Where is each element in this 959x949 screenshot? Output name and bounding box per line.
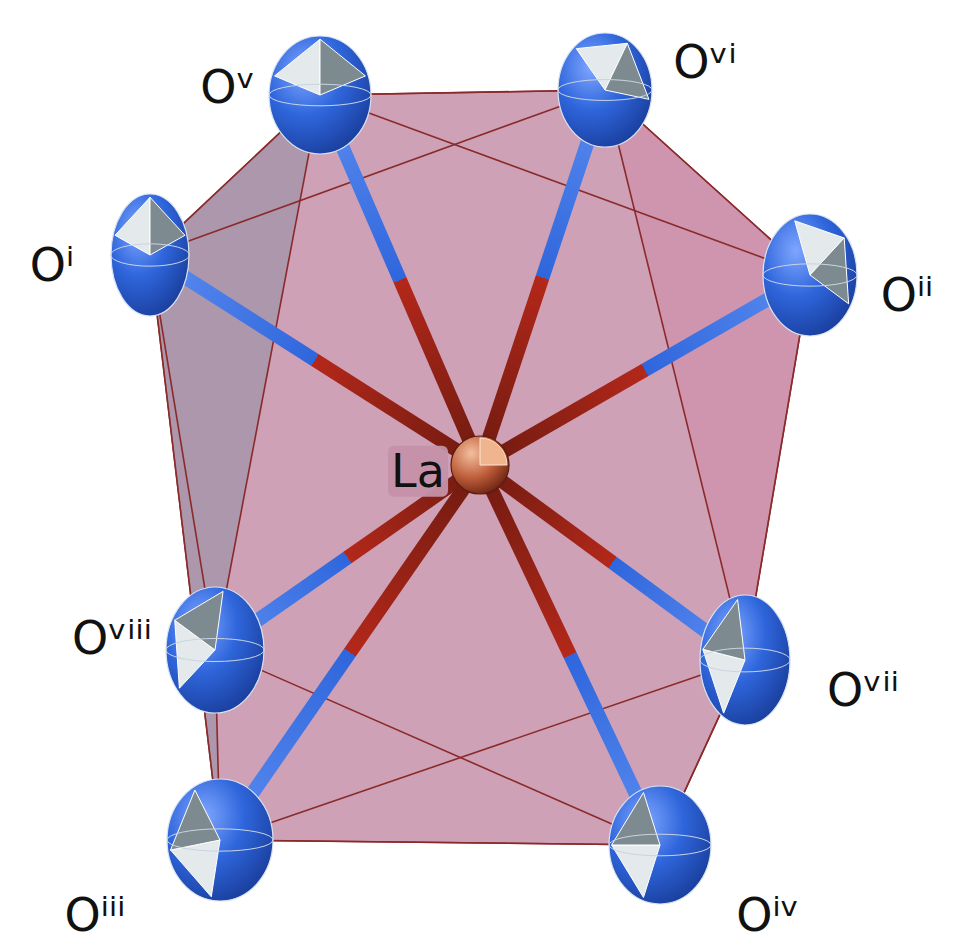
octant-face: [480, 438, 507, 465]
polyhedron-edge: [225, 145, 311, 597]
oxygen-atom: Oⁱⁱⁱ: [166, 778, 274, 902]
metal-atom: La: [450, 435, 510, 495]
ellipsoid-body: [167, 779, 273, 901]
octant-face: [171, 790, 220, 850]
polyhedron-line: [266, 841, 616, 845]
polyhedron-edge: [638, 120, 777, 245]
polyhedron-line: [255, 668, 618, 827]
bond-rod: [491, 488, 639, 800]
bond-rod: [502, 296, 773, 452]
bond-stick: [502, 296, 773, 452]
polyhedron-edge: [158, 306, 206, 597]
polyhedron-edge: [255, 668, 618, 827]
octant-face: [115, 197, 150, 255]
octant-face: [612, 845, 660, 897]
polyhedron-line: [179, 127, 286, 227]
atom-label: Oⁱⁱ: [881, 270, 934, 321]
polyhedron-line: [364, 91, 564, 95]
bond-rod: [501, 480, 711, 634]
atom-label: Oⁱⁱⁱ: [65, 890, 126, 941]
ellipsoid-body: [166, 587, 264, 713]
principal-ellipse: [111, 244, 189, 266]
principal-ellipse: [558, 80, 652, 101]
atom-label: Oⁱ: [30, 240, 74, 291]
ellipsoid-body: [763, 214, 857, 336]
bond-stick: [501, 480, 711, 634]
octant-face: [320, 39, 365, 95]
oxygen-atom: Oⁱⁱ: [762, 213, 858, 337]
bond-stick: [181, 275, 458, 451]
displacement-ellipsoid: [608, 785, 712, 905]
octant-face: [703, 600, 745, 660]
polyhedron-line: [156, 307, 214, 788]
polyhedron-edge: [266, 841, 616, 845]
oxygen-atom: Oⁱᵛ: [608, 785, 712, 905]
atom-label: Oᵛⁱⁱ: [827, 665, 899, 716]
principal-ellipse: [700, 648, 790, 672]
ellipsoid-body: [269, 36, 371, 154]
displacement-ellipsoid: [762, 213, 858, 337]
principal-ellipse: [763, 264, 857, 286]
oxygen-atom: Oᵛ: [268, 35, 372, 155]
bond-rod: [249, 486, 466, 799]
polyhedron-line: [681, 707, 724, 800]
polyhedron-line: [158, 306, 206, 597]
polyhedron-line: [754, 326, 801, 605]
polyhedron-edge: [179, 127, 286, 227]
bond-rod: [181, 275, 458, 451]
principal-ellipse: [166, 638, 264, 661]
oxygen-atom: Oᵛⁱ: [557, 32, 653, 148]
displacement-ellipsoid: [557, 32, 653, 148]
oxygen-atom: Oᵛⁱⁱⁱ: [165, 586, 265, 714]
atom-label: Oᵛ: [200, 62, 255, 113]
atom-label: La: [388, 446, 448, 497]
polyhedron-edge: [156, 307, 214, 788]
displacement-ellipsoid: [699, 594, 791, 726]
atom-label: Oᵛⁱ: [673, 37, 737, 88]
polyhedron-edge: [681, 707, 724, 800]
displacement-ellipsoid: [110, 193, 190, 317]
principal-ellipse: [609, 834, 711, 856]
oxygen-atom: Oⁱ: [110, 193, 190, 317]
principal-ellipse: [167, 829, 273, 851]
ellipsoid-body: [558, 33, 652, 147]
polyhedron-line: [225, 145, 311, 597]
atom-sphere: [450, 435, 510, 495]
polyhedron-edge: [754, 326, 801, 605]
octant-face: [275, 39, 320, 95]
bond-rod: [488, 136, 590, 441]
bond-stick: [491, 488, 639, 800]
octant-face: [612, 793, 660, 845]
polyhedron-edge: [216, 704, 218, 787]
polyhedron-face: [150, 90, 810, 845]
atom-label: Oⁱᵛ: [736, 890, 800, 941]
atom-label: Oᵛⁱⁱⁱ: [72, 613, 152, 664]
displacement-ellipsoid: [165, 586, 265, 714]
displacement-ellipsoid: [166, 778, 274, 902]
ellipsoid-body: [111, 194, 189, 316]
principal-ellipse: [269, 84, 371, 106]
ellipsoid-body: [609, 786, 711, 904]
bond-stick: [488, 136, 590, 441]
polyhedron-line: [216, 704, 218, 787]
bond-stick: [249, 486, 466, 799]
octant-face: [150, 197, 185, 255]
displacement-ellipsoid: [268, 35, 372, 155]
polyhedron-edge: [364, 91, 564, 95]
ellipsoid-body: [700, 595, 790, 725]
octant-face: [810, 238, 849, 304]
oxygen-atom: Oᵛⁱⁱ: [699, 594, 791, 726]
polyhedron-line: [638, 120, 777, 245]
octant-face: [605, 43, 649, 99]
ellipsoid-body: [451, 436, 509, 494]
